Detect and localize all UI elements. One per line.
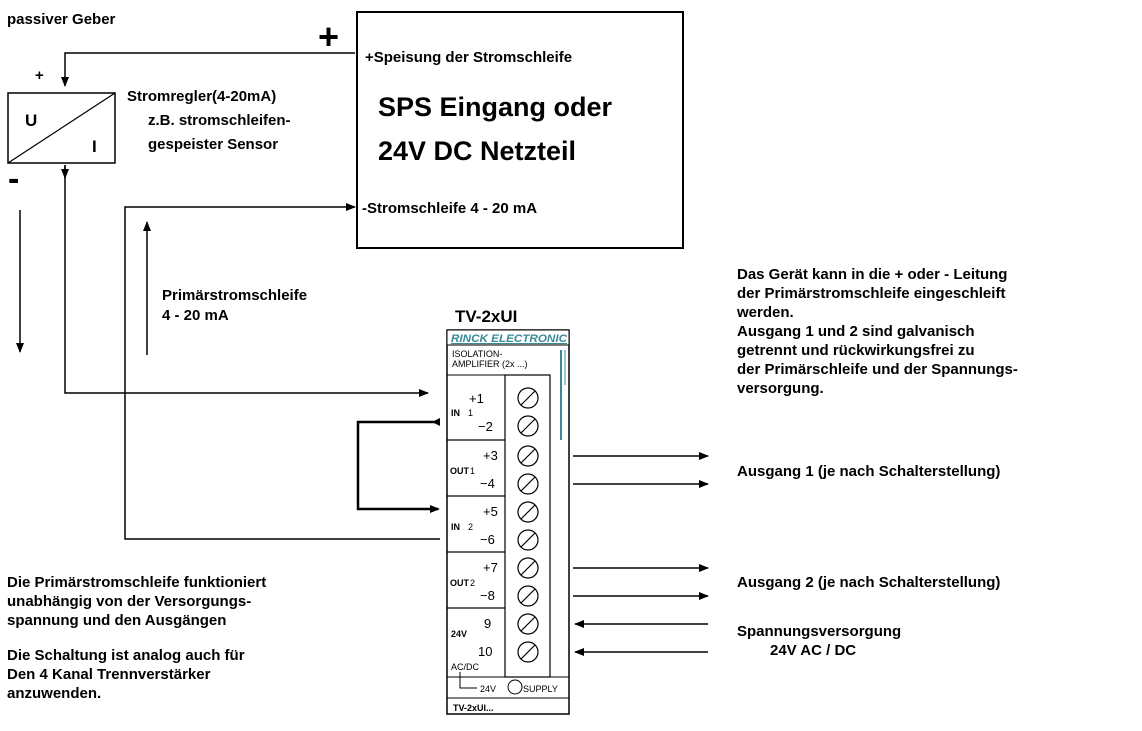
device-led-24v: 24V [480, 684, 496, 694]
left-note-line: unabhängig von der Versorgungs- [7, 593, 251, 610]
out1-sub: 1 [470, 466, 475, 476]
supply-label-line1: Spannungsversorgung [737, 623, 901, 640]
sensor-desc-line3: gespeister Sensor [148, 136, 278, 153]
sensor-i-label: I [92, 137, 97, 156]
right-note-line: der Primärstromschleife eingeschleift [737, 285, 1005, 302]
terminal-1-label: +1 [469, 391, 484, 406]
left-note-line: spannung und den Ausgängen [7, 612, 226, 629]
plc-title-line1: SPS Eingang oder [378, 92, 613, 122]
sensor-desc-line1: Stromregler(4-20mA) [127, 88, 276, 105]
supply-led-icon [507, 679, 523, 695]
terminal-9-label: 9 [484, 616, 491, 631]
terminal-4-label: −4 [480, 476, 495, 491]
left-note-line: Die Schaltung ist analog auch für [7, 647, 245, 664]
sensor-plus: + [35, 67, 44, 84]
output-2-label: Ausgang 2 (je nach Schalterstellung) [737, 574, 1000, 591]
device-footer: TV-2xUI... [453, 703, 494, 713]
left-note-line: anzuwenden. [7, 685, 101, 702]
output-1-label: Ausgang 1 (je nach Schalterstellung) [737, 463, 1000, 480]
in2-label: IN [451, 522, 460, 532]
right-note-line: werden. [736, 304, 794, 321]
plc-title-line2: 24V DC Netzteil [378, 136, 576, 166]
terminal-screws [517, 387, 539, 663]
terminal-2-label: −2 [478, 419, 493, 434]
device-type-line2: AMPLIFIER (2x ...) [452, 359, 528, 369]
device-brand: RINCK ELECTRONIC [451, 333, 568, 345]
terminal-3-label: +3 [483, 448, 498, 463]
plc-loop-label: -Stromschleife 4 - 20 mA [362, 200, 537, 217]
out2-sub: 2 [470, 578, 475, 588]
device-led-supply: SUPPLY [523, 684, 558, 694]
wire-supply-to-sensor [61, 52, 355, 87]
plc-plus-sign: + [318, 16, 339, 57]
terminal-5-label: +5 [483, 504, 498, 519]
left-note-line: Die Primärstromschleife funktioniert [7, 574, 266, 591]
device-acdc-label: AC/DC [451, 662, 480, 672]
device-type-line1: ISOLATION- [452, 349, 502, 359]
right-note: Das Gerät kann in die + oder - Leitung d… [736, 266, 1018, 397]
passive-sensor-title: passiver Geber [7, 11, 116, 28]
device-brand-strip [446, 329, 570, 346]
in2-sub: 2 [468, 522, 473, 532]
terminal-8-label: −8 [480, 588, 495, 603]
wire-sensor-to-in1 [64, 165, 429, 397]
primary-loop-line2: 4 - 20 mA [162, 307, 229, 324]
left-note-line: Den 4 Kanal Trennverstärker [7, 666, 211, 683]
right-note-line: Das Gerät kann in die + oder - Leitung [737, 266, 1007, 283]
sensor-desc-line2: z.B. stromschleifen- [148, 112, 291, 129]
right-note-line: Ausgang 1 und 2 sind galvanisch [737, 323, 975, 340]
plc-box [356, 11, 684, 249]
in1-label: IN [451, 408, 460, 418]
terminal-6-label: −6 [480, 532, 495, 547]
wire-in2-to-plc [124, 203, 440, 540]
supply-label-line2: 24V AC / DC [770, 642, 856, 659]
right-note-line: getrennt und rückwirkungsfrei zu [737, 342, 975, 359]
left-note: Die Primärstromschleife funktioniert una… [7, 574, 266, 702]
in1-sub: 1 [468, 408, 473, 418]
right-note-line: der Primärschleife und der Spannungs- [737, 361, 1018, 378]
out2-label: OUT [450, 578, 470, 588]
wire-bridge-in1-in2 [356, 420, 440, 511]
out1-label: OUT [450, 466, 470, 476]
supply-24v-label: 24V [451, 629, 467, 639]
terminal-7-label: +7 [483, 560, 498, 575]
device-name: TV-2xUI [455, 307, 517, 326]
sensor-u-label: U [25, 111, 37, 130]
right-note-line: versorgung. [737, 380, 824, 397]
terminal-10-label: 10 [478, 644, 492, 659]
sensor-minus: - [8, 160, 19, 198]
plc-supply-label: +Speisung der Stromschleife [365, 49, 572, 66]
sensor-diagonal [7, 92, 116, 164]
primary-loop-line1: Primärstromschleife [162, 287, 307, 304]
